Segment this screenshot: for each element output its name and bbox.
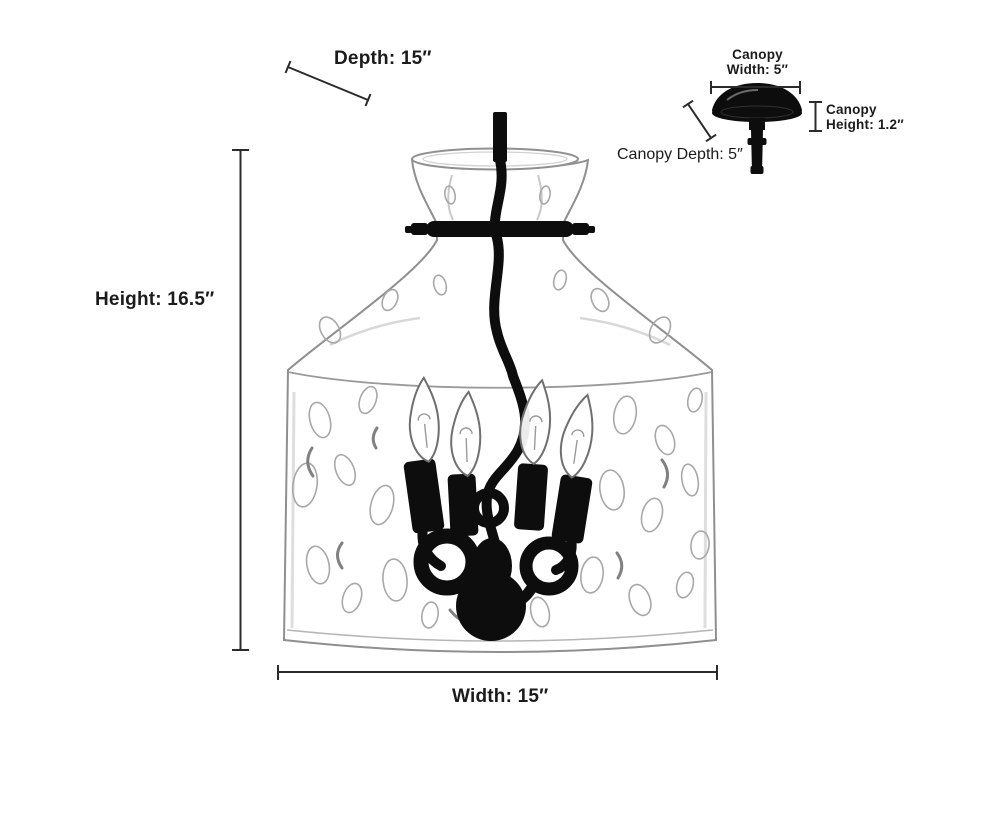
canopy-depth-dimension-line bbox=[682, 99, 717, 143]
canopy-height-dimension-line bbox=[809, 101, 822, 132]
depth-dimension-label: Depth: 15″ bbox=[334, 48, 432, 69]
canopy-stem bbox=[747, 118, 767, 174]
height-dimension-label: Height: 16.5″ bbox=[95, 289, 215, 310]
canopy-drawing bbox=[712, 83, 802, 174]
width-dimension-line bbox=[277, 665, 718, 680]
canopy-width-dimension-label: Canopy Width: 5″ bbox=[726, 47, 789, 77]
depth-dimension-line bbox=[284, 60, 372, 107]
canopy-width-dimension-line bbox=[710, 81, 801, 94]
canopy-dome bbox=[712, 83, 802, 122]
canopy-height-dimension-label: Canopy Height: 1.2″ bbox=[826, 102, 904, 132]
hammered-texture bbox=[291, 185, 710, 629]
socket-cluster bbox=[403, 155, 593, 641]
canopy-depth-dimension-label: Canopy Depth: 5″ bbox=[617, 146, 743, 163]
light-bulbs bbox=[408, 375, 594, 479]
neck-band bbox=[405, 221, 595, 237]
width-dimension-label: Width: 15″ bbox=[452, 686, 549, 707]
height-dimension-line bbox=[232, 149, 249, 651]
pendant-rod bbox=[493, 112, 507, 162]
